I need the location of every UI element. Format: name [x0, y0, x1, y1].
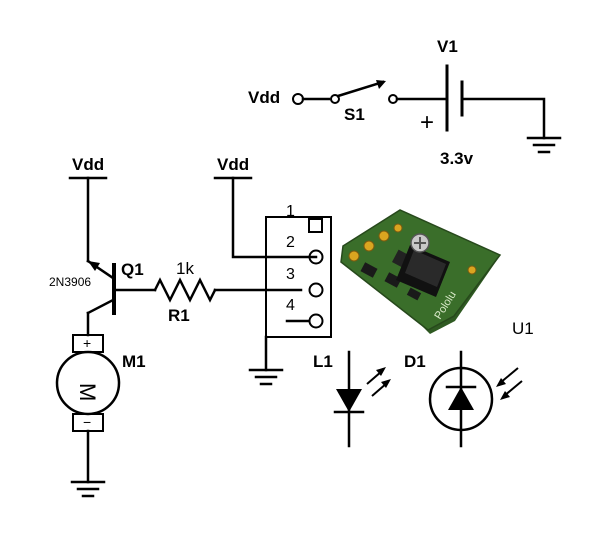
- sensor-connector: Vdd 1 2 3 4: [213, 155, 332, 386]
- q1-part-label: 2N3906: [49, 275, 91, 289]
- connector-pin-4-label: 4: [286, 297, 295, 314]
- connector-body: [265, 216, 332, 338]
- battery-plus-sign: +: [420, 109, 434, 136]
- led-l1-symbol: L1: [313, 350, 391, 448]
- ground-symbol-connector: [248, 368, 284, 386]
- connector-pin-3-label: 3: [286, 266, 295, 283]
- connector-pin-1-label: 1: [286, 203, 295, 220]
- connector-pin-4: [308, 313, 324, 329]
- motor-symbol: M: [75, 383, 100, 401]
- connector-pin-1: [308, 218, 323, 233]
- photodiode-d1-symbol: D1: [404, 350, 523, 448]
- battery-ref-label: V1: [437, 37, 458, 56]
- r1-ref-label: R1: [168, 306, 190, 325]
- switch-ref-label: S1: [344, 105, 365, 124]
- battery-value-label: 3.3v: [440, 149, 474, 168]
- switch-lever: [336, 80, 385, 98]
- ground-symbol-supply: [526, 136, 562, 154]
- resistor-r1: [153, 277, 217, 303]
- connector-pin-3: [308, 282, 324, 298]
- motor-driver-circuit: Vdd Q1 2N3906 1k R1 + M − M1: [49, 155, 303, 498]
- switch-terminal-left: [292, 93, 304, 105]
- photodiode-ref-label: D1: [404, 352, 426, 371]
- q1-vdd-label: Vdd: [72, 155, 104, 174]
- switch-vdd-label: Vdd: [248, 88, 280, 107]
- switch-pivot: [330, 94, 340, 104]
- q1-ref-label: Q1: [121, 260, 144, 279]
- module-ref-label: U1: [512, 319, 534, 338]
- ground-symbol-motor: [70, 480, 106, 498]
- connector-pin-2-label: 2: [286, 234, 295, 251]
- motor-ref-label: M1: [122, 352, 146, 371]
- supply-circuit: Vdd S1 V1 + 3.3v: [248, 37, 562, 168]
- motor-plus-sign: +: [83, 335, 91, 351]
- connector-vdd-label: Vdd: [217, 155, 249, 174]
- led-ref-label: L1: [313, 352, 333, 371]
- r1-value-label: 1k: [176, 259, 194, 278]
- motor-minus-sign: −: [83, 414, 91, 430]
- sensor-module-board: Pololu: [340, 209, 502, 334]
- connector-pin-2: [308, 249, 324, 265]
